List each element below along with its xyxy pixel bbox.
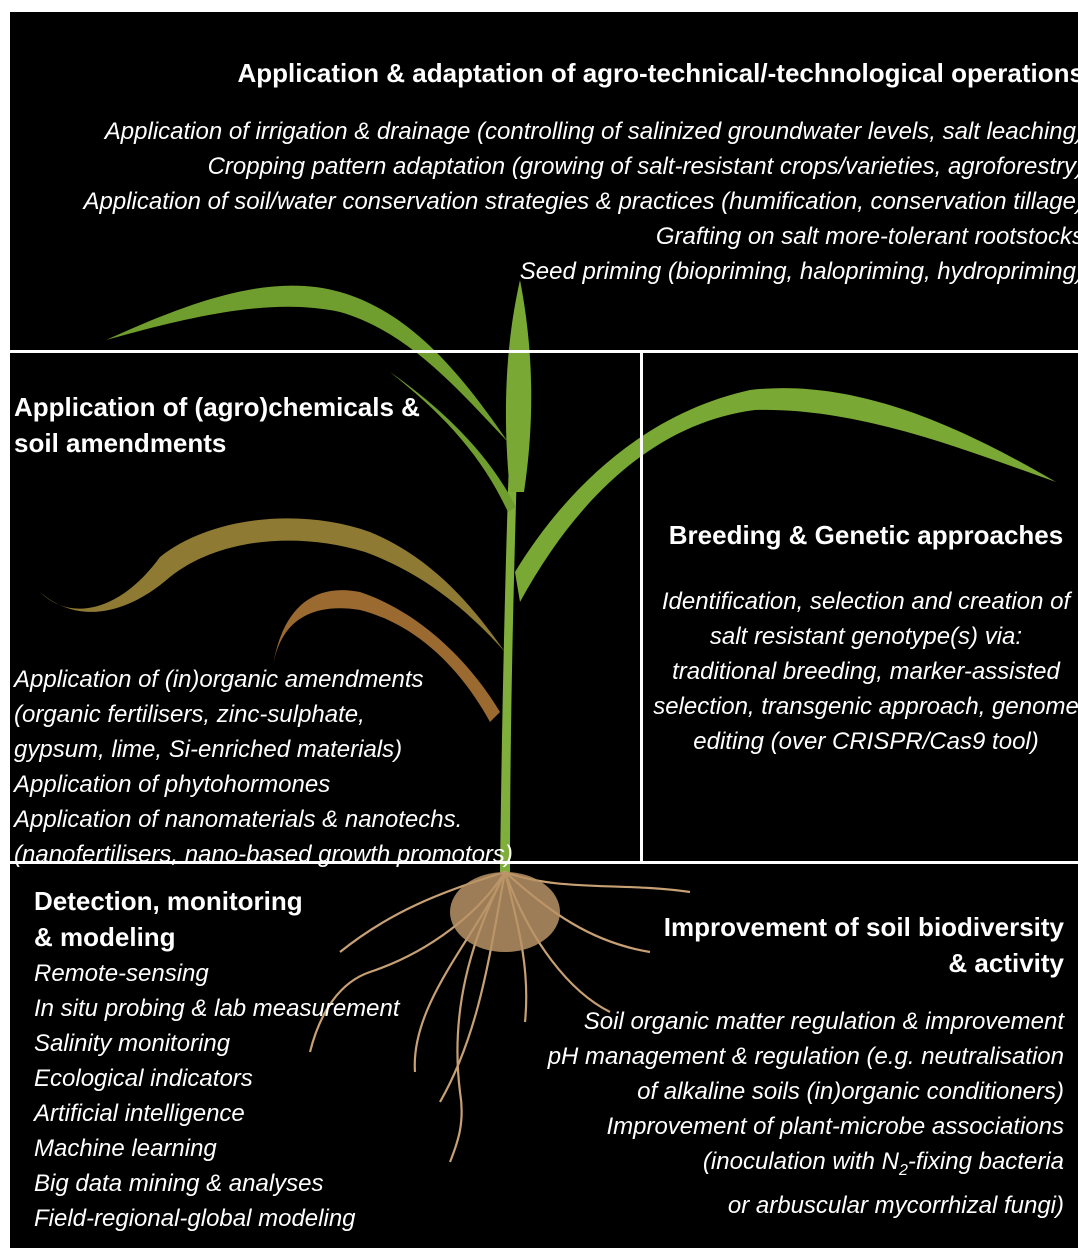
text-line: pH management & regulation (e.g. neutral…	[547, 1042, 1064, 1070]
text-line: Grafting on salt more-tolerant rootstock…	[655, 222, 1078, 250]
heading-agrochemicals: Application of (agro)chemicals &	[14, 392, 420, 422]
divider-middle-vertical	[640, 350, 643, 864]
text-line: Big data mining & analyses	[34, 1169, 324, 1197]
n2-suffix: -fixing bacteria	[907, 1147, 1064, 1175]
text-line: traditional breeding, marker-assisted	[672, 657, 1060, 685]
text-line: Seed priming (biopriming, halopriming, h…	[519, 257, 1078, 285]
text-line: editing (over CRISPR/Cas9 tool)	[693, 727, 1039, 755]
text-line: Improvement of plant-microbe association…	[606, 1112, 1064, 1140]
leaf-central	[505, 280, 532, 492]
panel-agrotechnical-operations: Application & adaptation of agro-technic…	[24, 56, 1078, 289]
text-line: Machine learning	[34, 1134, 217, 1162]
text-line: In situ probing & lab measurement	[34, 994, 400, 1022]
text-line: Field-regional-global modeling	[34, 1204, 356, 1232]
heading-detection-2: & modeling	[34, 921, 176, 952]
text-line: of alkaline soils (in)organic conditione…	[637, 1077, 1064, 1105]
text-line: or arbuscular mycorrhizal fungi)	[727, 1191, 1064, 1219]
plant-stalk	[500, 432, 518, 872]
leaf-lower-left-dry	[40, 518, 505, 652]
text-line: Ecological indicators	[34, 1064, 253, 1092]
panel-agrochemicals: Application of (agro)chemicals & soil am…	[14, 390, 420, 462]
leaf-drooping-dry	[272, 590, 500, 722]
text-line: gypsum, lime, Si-enriched materials)	[14, 736, 403, 763]
heading-detection: Detection, monitoring	[34, 886, 303, 916]
n2-subscript: 2	[899, 1161, 908, 1179]
divider-top-horizontal	[10, 350, 1078, 353]
text-line: (nanofertilisers, nano-based growth prom…	[14, 841, 513, 868]
leaf-right	[515, 388, 1056, 602]
heading-agrochemicals-2: soil amendments	[14, 427, 227, 458]
heading-breeding: Breeding & Genetic approaches	[668, 520, 1064, 550]
text-line: Cropping pattern adaptation (growing of …	[207, 152, 1078, 180]
panel-breeding-genetics: Breeding & Genetic approaches Identifica…	[646, 518, 1078, 759]
text-line: selection, transgenic approach, genome	[653, 692, 1078, 720]
text-line: Salinity monitoring	[34, 1029, 231, 1057]
text-line: (organic fertilisers, zinc-sulphate,	[14, 701, 365, 728]
maize-plant-illustration	[40, 280, 1056, 1163]
divider-bottom-horizontal	[10, 861, 1078, 864]
text-line: Application of nanomaterials & nanotechs…	[14, 806, 463, 833]
text-line: Remote-sensing	[34, 959, 209, 987]
text-line: Identification, selection and creation o…	[661, 587, 1071, 615]
panel-detection-monitoring: Detection, monitoring & modeling Remote-…	[34, 884, 400, 1236]
panel-soil-biodiversity: Improvement of soil biodiversity & activ…	[548, 910, 1064, 1223]
heading-soil-biodiversity-2: & activity	[948, 947, 1064, 978]
heading-soil-biodiversity: Improvement of soil biodiversity	[663, 912, 1064, 942]
text-line-n2: (inoculation with N2-fixing bacteria	[548, 1144, 1064, 1188]
heading-agrotechnical: Application & adaptation of agro-technic…	[237, 58, 1078, 88]
n2-prefix: (inoculation with N	[702, 1147, 900, 1175]
text-line: Artificial intelligence	[34, 1099, 245, 1127]
leaf-middle-left	[390, 372, 516, 512]
panel-agrochemicals-list: Application of (in)organic amendments (o…	[14, 662, 513, 872]
text-line: Application of irrigation & drainage (co…	[104, 117, 1078, 145]
root-mass	[450, 872, 560, 952]
text-line: Application of (in)organic amendments	[14, 666, 424, 693]
text-line: Application of soil/water conservation s…	[83, 187, 1078, 215]
text-line: salt resistant genotype(s) via:	[709, 622, 1023, 650]
text-line: Soil organic matter regulation & improve…	[583, 1007, 1064, 1035]
text-line: Application of phytohormones	[14, 771, 331, 798]
diagram-canvas: Application & adaptation of agro-technic…	[10, 12, 1078, 1248]
